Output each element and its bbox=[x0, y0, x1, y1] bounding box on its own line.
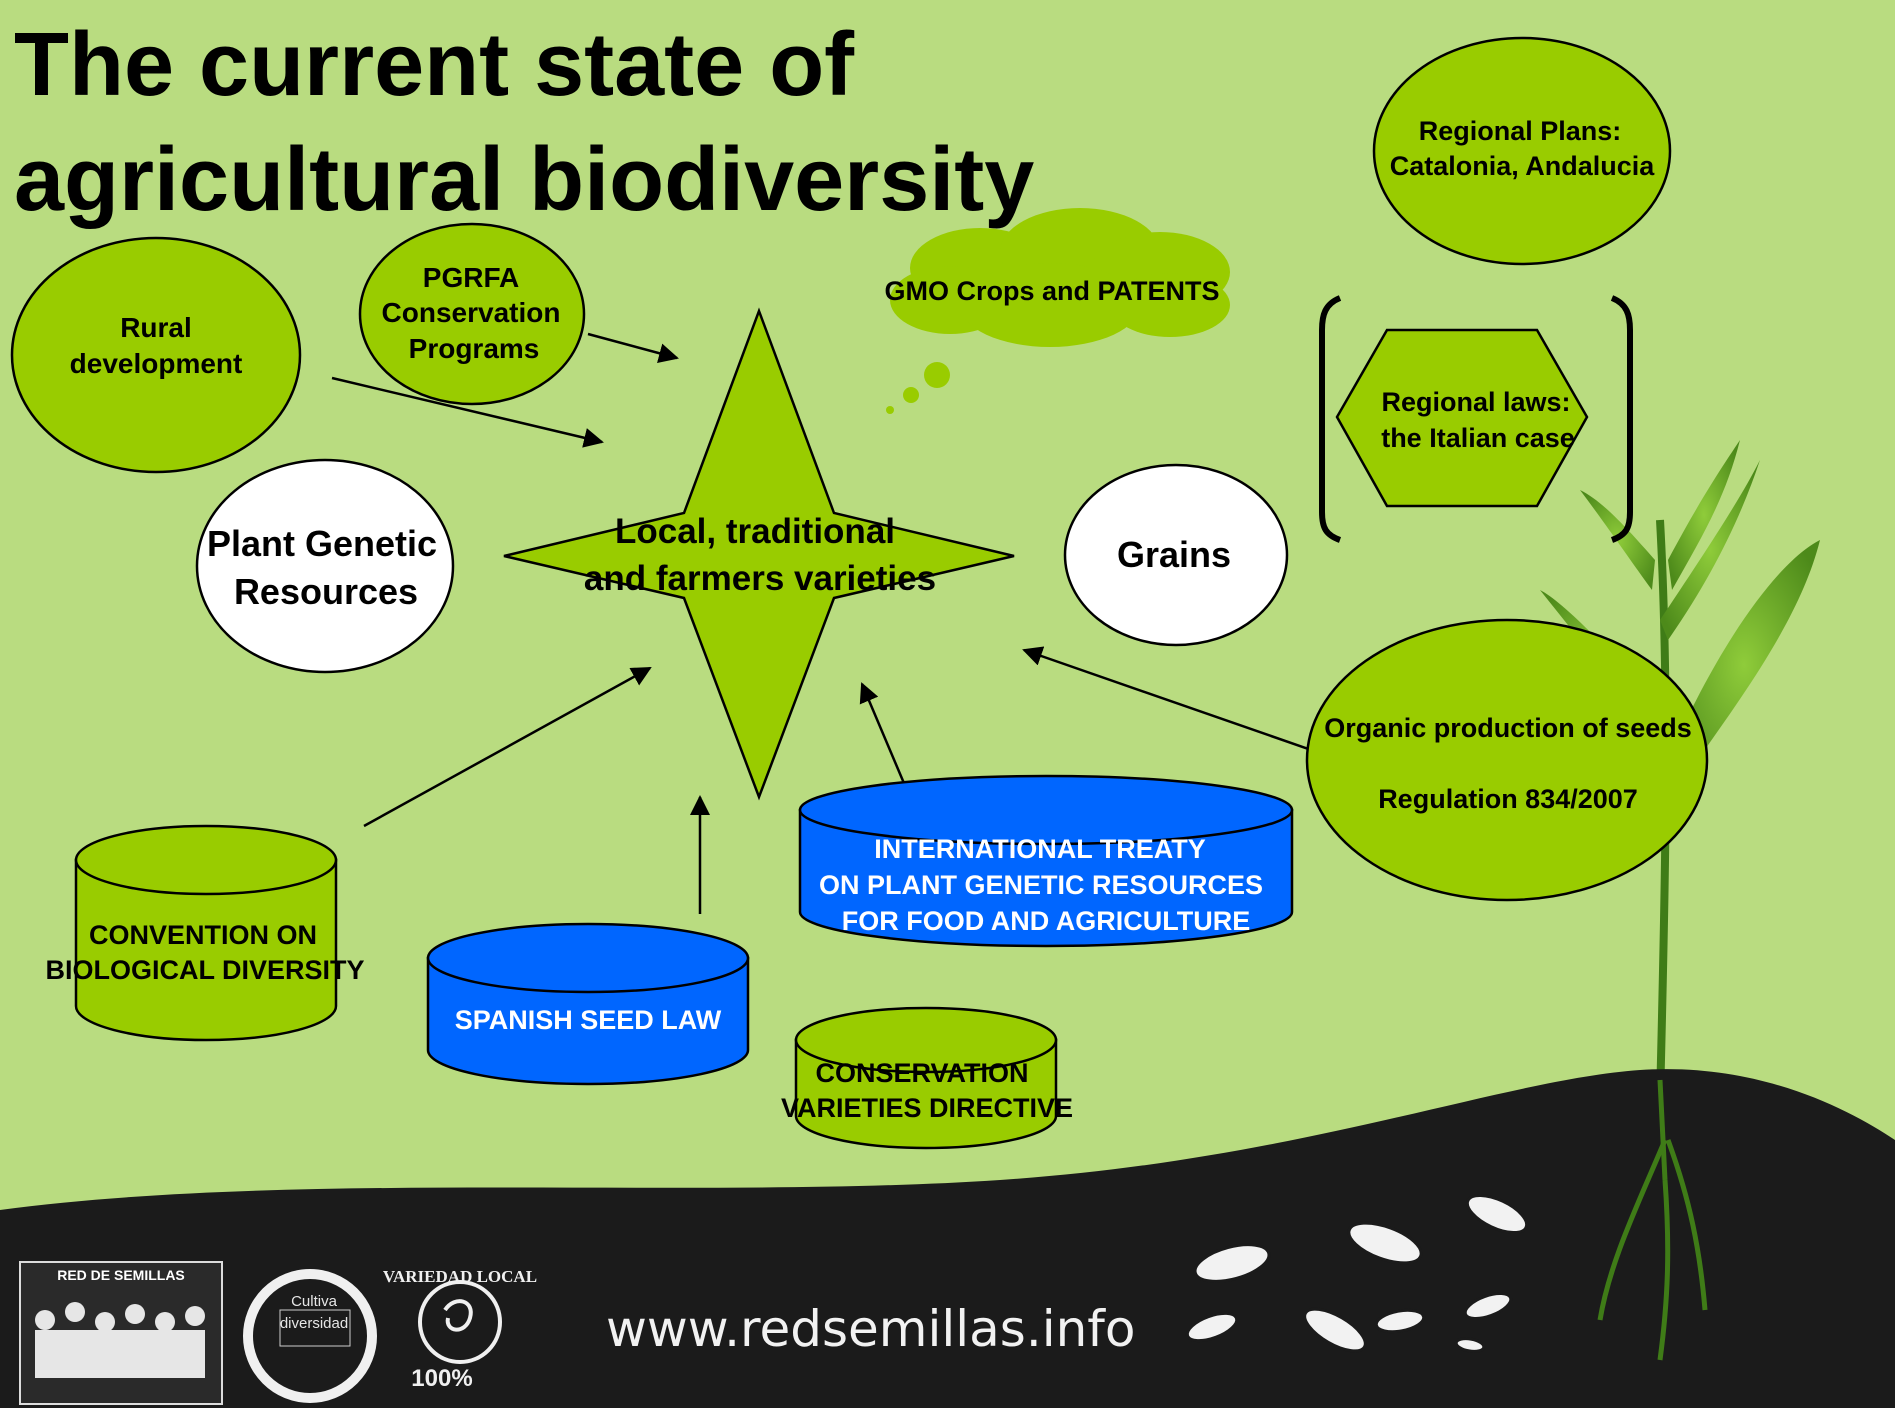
logo1-text: RED DE SEMILLAS bbox=[57, 1267, 185, 1283]
center-star bbox=[503, 307, 1015, 801]
cvd-cylinder-node bbox=[794, 1006, 1058, 1150]
seed-law-cylinder-node bbox=[426, 922, 750, 1086]
plant-genetic-line1: Plant Genetic bbox=[207, 523, 437, 564]
logo-cultiva-diversidad[interactable]: Cultiva diversidad bbox=[243, 1269, 377, 1403]
logo2-text-b: diversidad bbox=[280, 1315, 348, 1332]
rural-label-line2: development bbox=[70, 348, 243, 379]
cvd-label-line1: CONSERVATION bbox=[815, 1058, 1028, 1088]
regional-laws-line1: Regional laws: bbox=[1381, 387, 1570, 417]
rural-label-line1: Rural bbox=[120, 312, 192, 343]
seed-law-label: SPANISH SEED LAW bbox=[455, 1005, 722, 1035]
cbd-label-line2: BIOLOGICAL DIVERSITY bbox=[45, 955, 364, 985]
logo-red-de-semillas[interactable]: RED DE SEMILLAS bbox=[19, 1261, 223, 1405]
cvd-label-line2: VARIETIES DIRECTIVE bbox=[781, 1093, 1073, 1123]
organic-line1: Organic production of seeds bbox=[1324, 713, 1692, 743]
gmo-label: GMO Crops and PATENTS bbox=[884, 276, 1219, 306]
treaty-label-line2: ON PLANT GENETIC RESOURCES bbox=[819, 870, 1263, 900]
pgrfa-label-line1: PGRFA bbox=[423, 262, 519, 293]
regional-laws-node bbox=[1335, 328, 1589, 508]
cbd-cylinder-node bbox=[74, 824, 338, 1042]
plant-genetic-resources-node bbox=[195, 458, 455, 674]
regional-plans-line2: Catalonia, Andalucia bbox=[1390, 151, 1656, 181]
treaty-label-line1: INTERNATIONAL TREATY bbox=[874, 834, 1206, 864]
arrow-rural-to-center bbox=[331, 376, 604, 448]
arrow-treaty-to-center bbox=[859, 682, 908, 789]
treaty-label-line3: FOR FOOD AND AGRICULTURE bbox=[842, 906, 1250, 936]
plant-roots bbox=[1597, 1079, 1708, 1361]
left-bracket bbox=[1319, 295, 1342, 543]
gmo-cloud-node bbox=[886, 208, 1230, 414]
arrow-organic-to-center bbox=[1022, 646, 1341, 762]
pgrfa-label-line3: Programs bbox=[409, 333, 540, 364]
logo-variedad-local[interactable]: VARIEDAD LOCAL 100% bbox=[383, 1267, 537, 1392]
organic-production-node bbox=[1305, 618, 1709, 902]
arrow-pgrfa-to-center bbox=[587, 332, 679, 363]
arrow-cbd-to-center bbox=[363, 666, 652, 828]
slide-title-line1: The current state of bbox=[14, 15, 855, 115]
cbd-label-line1: CONVENTION ON bbox=[89, 920, 317, 950]
rural-development-node bbox=[10, 236, 302, 474]
organic-line2: Regulation 834/2007 bbox=[1378, 784, 1638, 814]
treaty-cylinder-node bbox=[798, 774, 1294, 948]
regional-laws-line2: the Italian case bbox=[1381, 423, 1575, 453]
pgrfa-label-line2: Conservation bbox=[382, 297, 561, 328]
right-bracket bbox=[1610, 295, 1633, 543]
regional-plans-line1: Regional Plans: bbox=[1419, 116, 1622, 146]
center-label-line2: and farmers varieties bbox=[584, 559, 936, 598]
logo3-text: VARIEDAD LOCAL bbox=[383, 1267, 537, 1286]
seeds-decoration bbox=[1185, 1193, 1529, 1353]
slide-title-line2: agricultural biodiversity bbox=[14, 130, 1034, 230]
logo2-text-a: Cultiva bbox=[291, 1293, 338, 1310]
regional-plans-node bbox=[1372, 36, 1672, 266]
plant-genetic-line2: Resources bbox=[234, 571, 418, 612]
pgrfa-node bbox=[358, 222, 586, 406]
arrows bbox=[331, 332, 1341, 914]
grains-node bbox=[1063, 463, 1289, 647]
logo3-percent: 100% bbox=[411, 1365, 472, 1392]
grains-label: Grains bbox=[1117, 534, 1231, 575]
website-link[interactable]: www.redsemillas.info bbox=[606, 1300, 1136, 1358]
center-label-line1: Local, traditional bbox=[615, 512, 895, 551]
